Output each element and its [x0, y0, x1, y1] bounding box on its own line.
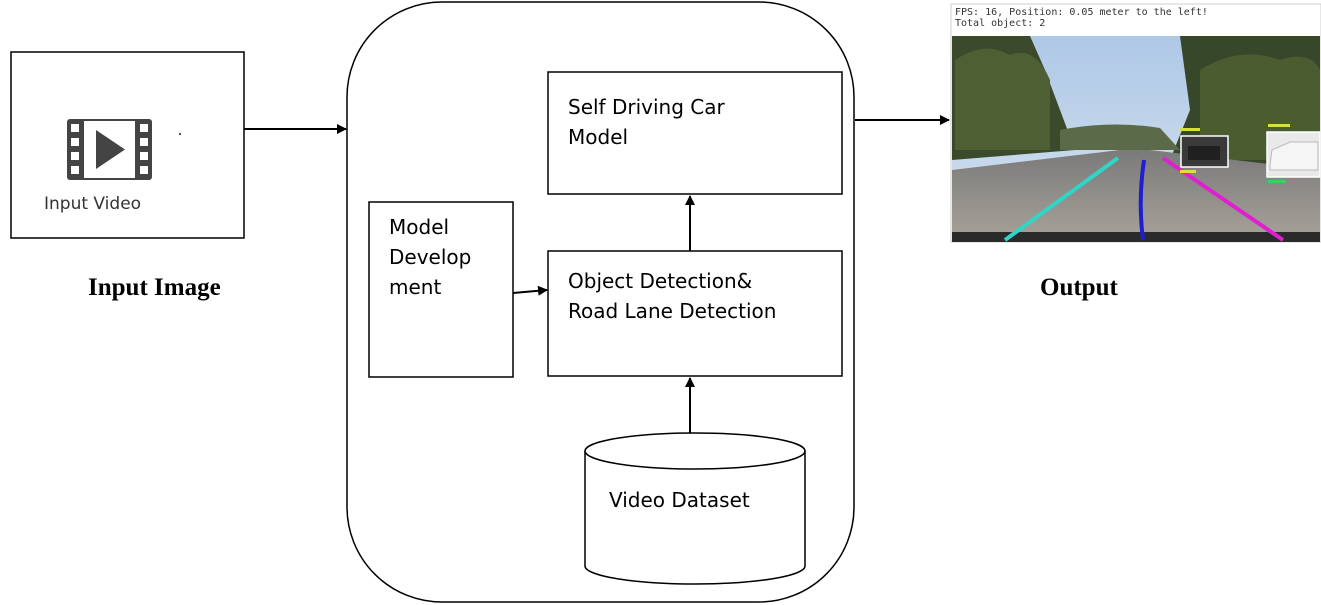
- lane-center: [1138, 159, 1146, 241]
- pipeline-container: [346, 1, 855, 603]
- self-driving-model-label: Self Driving Car Model: [568, 92, 725, 152]
- output-caption: Output: [1040, 274, 1118, 301]
- input-image-caption: Input Image: [88, 274, 221, 301]
- lane-left: [1003, 156, 1120, 242]
- video-dataset-label: Video Dataset: [609, 488, 750, 512]
- overlay-line-2: Total object: 2: [955, 18, 1046, 29]
- detection-label: Object Detection& Road Lane Detection: [568, 266, 776, 326]
- input-video-label: Input Video: [44, 194, 142, 214]
- film-play-icon: [67, 119, 152, 180]
- self-driving-model-box: [547, 71, 843, 195]
- video-dataset-cylinder: [584, 432, 806, 585]
- model-development-box: [368, 201, 514, 378]
- detection-line-1: Object Detection&: [568, 269, 753, 293]
- arrow-modeldev-to-detection: [512, 285, 548, 296]
- overlay-line-1: FPS: 16, Position: 0.05 meter to the lef…: [955, 7, 1208, 18]
- model-development-label: Model Develop ment: [389, 212, 471, 302]
- model-dev-line-3: ment: [389, 275, 442, 299]
- self-driving-line-1: Self Driving Car: [568, 95, 725, 119]
- model-dev-line-2: Develop: [389, 245, 472, 269]
- output-frame: [950, 3, 1321, 243]
- detection-box: [547, 250, 843, 377]
- detection-line-2: Road Lane Detection: [568, 299, 777, 323]
- model-dev-line-1: Model: [389, 215, 450, 239]
- output-overlay-text: FPS: 16, Position: 0.05 meter to the lef…: [955, 7, 1208, 29]
- self-driving-line-2: Model: [568, 125, 629, 149]
- dot-mark: [178, 132, 182, 136]
